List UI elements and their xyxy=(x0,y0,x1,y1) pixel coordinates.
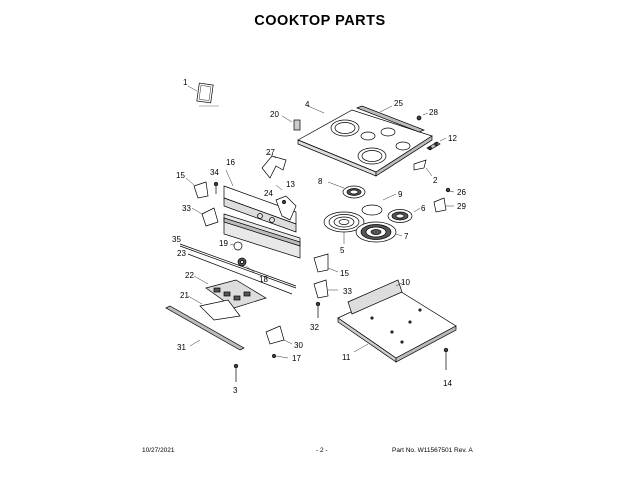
callout-14: 14 xyxy=(443,379,452,388)
part-bracket-20 xyxy=(293,119,301,131)
callout-33a: 33 xyxy=(182,204,191,213)
part-bracket-33a xyxy=(191,207,219,227)
callout-29: 29 xyxy=(457,202,466,211)
callout-15a: 15 xyxy=(176,171,185,180)
part-trim-31 xyxy=(165,305,245,351)
part-board-shield-21 xyxy=(187,295,241,321)
callout-10: 10 xyxy=(401,278,410,287)
callout-23: 23 xyxy=(177,249,186,258)
part-screw-3 xyxy=(233,363,239,382)
callout-2: 2 xyxy=(433,176,438,185)
footer-page-number: - 2 - xyxy=(316,447,328,454)
callout-22: 22 xyxy=(185,271,194,280)
callout-15b: 15 xyxy=(340,269,349,278)
part-surface-element-8 xyxy=(327,181,366,199)
callout-12: 12 xyxy=(448,134,457,143)
part-surface-element-7 xyxy=(355,221,403,243)
part-screw-26 xyxy=(445,187,451,193)
part-thermal-limiter-2 xyxy=(413,159,433,177)
part-bracket-15b xyxy=(313,253,339,273)
callout-18: 18 xyxy=(259,275,268,284)
part-harness-23 xyxy=(187,253,293,295)
callout-19: 19 xyxy=(219,239,228,248)
part-screw-34 xyxy=(213,181,219,194)
callout-11: 11 xyxy=(342,353,351,362)
callout-21: 21 xyxy=(180,291,189,300)
part-bracket-15a xyxy=(185,177,209,199)
callout-3: 3 xyxy=(233,386,238,395)
part-screw-14 xyxy=(443,347,449,370)
footer-date: 10/27/2021 xyxy=(142,447,175,454)
callout-8: 8 xyxy=(318,177,323,186)
part-bracket-12 xyxy=(426,137,447,151)
part-bracket-29 xyxy=(433,197,454,213)
callout-28: 28 xyxy=(429,108,438,117)
part-knob-19 xyxy=(229,241,243,251)
part-manual xyxy=(187,82,219,107)
part-bracket-27 xyxy=(261,152,287,179)
callout-27: 27 xyxy=(266,148,275,157)
part-screw-28 xyxy=(416,115,422,121)
part-bracket-30 xyxy=(265,325,293,345)
callout-9: 9 xyxy=(398,190,403,199)
part-control-console xyxy=(223,169,301,259)
callout-24: 24 xyxy=(264,189,273,198)
callout-1: 1 xyxy=(183,78,188,87)
callout-25: 25 xyxy=(394,99,403,108)
part-bracket-13 xyxy=(275,184,297,221)
callout-30: 30 xyxy=(294,341,303,350)
part-cooktop-glass xyxy=(297,105,433,177)
part-harness-35 xyxy=(179,243,297,289)
callout-6: 6 xyxy=(421,204,426,213)
part-bracket-33b xyxy=(313,279,338,299)
callout-17: 17 xyxy=(292,354,301,363)
page-title: COOKTOP PARTS xyxy=(254,13,386,29)
callout-13: 13 xyxy=(286,180,295,189)
part-rear-trim xyxy=(356,105,425,133)
callout-32: 32 xyxy=(310,323,319,332)
callout-26: 26 xyxy=(457,188,466,197)
part-screw-24 xyxy=(282,200,286,204)
callout-34: 34 xyxy=(210,168,219,177)
callout-20: 20 xyxy=(270,110,279,119)
callout-16: 16 xyxy=(226,158,235,167)
part-bottom-pan-10 xyxy=(337,279,457,363)
part-surface-element-5 xyxy=(323,211,365,244)
part-control-board-22 xyxy=(193,275,267,309)
callout-7: 7 xyxy=(404,232,409,241)
callout-35: 35 xyxy=(172,235,181,244)
part-element-9 xyxy=(361,193,397,216)
part-surface-element-6 xyxy=(387,207,421,223)
callout-4: 4 xyxy=(305,100,310,109)
footer-part-number: Part No. W11567501 Rev. A xyxy=(392,447,473,454)
part-switch-18 xyxy=(237,257,255,273)
part-screw-17 xyxy=(272,354,289,359)
callout-31: 31 xyxy=(177,343,186,352)
part-screw-32 xyxy=(315,301,321,318)
callout-33b: 33 xyxy=(343,287,352,296)
callout-5: 5 xyxy=(340,246,345,255)
